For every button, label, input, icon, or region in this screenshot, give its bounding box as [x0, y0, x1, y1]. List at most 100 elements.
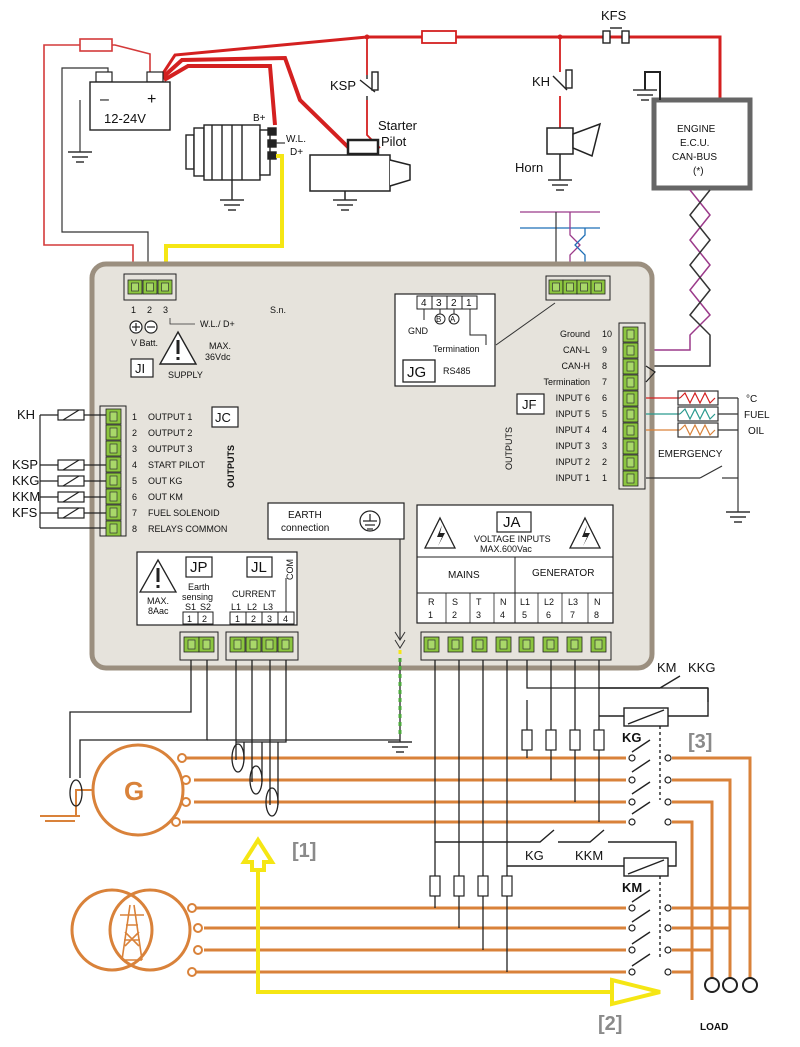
- input-label-2: INPUT 2: [556, 457, 590, 467]
- rs485-terminals: [545, 275, 611, 301]
- jp-num-1: 1: [187, 614, 192, 624]
- jl-label: JL: [251, 559, 267, 576]
- ksp-relay-contact: [359, 71, 379, 100]
- jl-num-3: 3: [267, 614, 272, 624]
- sensor-wiring: [646, 390, 739, 512]
- ja-number-2: 2: [452, 610, 457, 620]
- jg-pin-1: 1: [466, 298, 472, 309]
- max-supply-label-2: 36Vdc: [205, 352, 231, 362]
- input-label-7: Termination: [543, 377, 590, 387]
- pylon-icon: [120, 904, 144, 961]
- output-label-5: OUT KG: [148, 476, 182, 486]
- jl-num-4: 4: [283, 614, 288, 624]
- left-relay-kkm: KKM: [12, 489, 40, 504]
- jl-num-1: 1: [235, 614, 240, 624]
- plus-minus-icon: [129, 320, 158, 334]
- input-num-3: 3: [602, 441, 607, 451]
- ja-letter-8: N: [594, 597, 601, 607]
- ecu-ground-wire: [644, 71, 661, 100]
- generator-ground-icon: [40, 815, 80, 822]
- ecu-label-4: (*): [693, 166, 704, 177]
- max-jp-label-1: MAX.: [147, 596, 169, 606]
- output-num-5: 5: [132, 476, 137, 486]
- left-relay-kfs: KFS: [12, 505, 38, 520]
- earth-connection-box: [267, 502, 406, 649]
- left-relay-kkg: KKG: [12, 473, 39, 488]
- thick-red-alt-wire: [162, 64, 277, 126]
- generator-label: GENERATOR: [532, 568, 594, 579]
- starter-pilot-icon: [309, 138, 411, 200]
- kkm-label: KKM: [575, 848, 603, 863]
- ecu-label-2: E.C.U.: [680, 138, 709, 149]
- supply-terminals: [123, 273, 177, 301]
- jl-num-2: 2: [251, 614, 256, 624]
- earth-label-2: connection: [281, 523, 329, 534]
- km-contacts-dots: [628, 904, 672, 976]
- supply-pin-2: 2: [147, 305, 152, 315]
- battery-plus-label: +: [147, 91, 156, 108]
- ksp-label: KSP: [330, 78, 356, 93]
- output-num-6: 6: [132, 492, 137, 502]
- jp-jl-box: [136, 551, 298, 626]
- jg-termination-label: Termination: [433, 344, 480, 354]
- ref-2-label: [2]: [598, 1013, 622, 1035]
- ja-number-4: 4: [500, 610, 505, 620]
- jf-label: JF: [522, 397, 537, 412]
- jl-pin-l1: L1: [231, 602, 241, 612]
- ecu-label-3: CAN-BUS: [672, 152, 717, 163]
- current-label: CURRENT: [232, 589, 277, 599]
- horn-label: Horn: [515, 160, 543, 175]
- jc-label: JC: [215, 410, 231, 425]
- main-fuse-icon: [421, 30, 457, 44]
- fuel-sensor-label: FUEL: [744, 410, 770, 421]
- fuse-icon: [79, 38, 113, 52]
- jg-connector: [394, 293, 496, 387]
- rs485-label: RS485: [443, 366, 471, 376]
- supply-label: SUPPLY: [168, 370, 203, 380]
- can-bus-twisted-dark: [648, 189, 711, 367]
- jg-label: JG: [407, 364, 426, 381]
- ja-letter-3: T: [476, 597, 482, 607]
- ja-number-6: 6: [546, 610, 551, 620]
- ja-label: JA: [503, 514, 521, 531]
- output-label-6: OUT KM: [148, 492, 183, 502]
- load-terminals: [704, 977, 758, 993]
- output-num-2: 2: [132, 428, 137, 438]
- jl-pin-l3: L3: [263, 602, 273, 612]
- input-label-1: INPUT 1: [556, 473, 590, 483]
- supply-pin-3: 3: [163, 305, 168, 315]
- ja-number-3: 3: [476, 610, 481, 620]
- thin-red-wire: [43, 44, 151, 278]
- temp-sensor-label: °C: [746, 394, 757, 405]
- input-num-2: 2: [602, 457, 607, 467]
- input-num-6: 6: [602, 393, 607, 403]
- output-num-7: 7: [132, 508, 137, 518]
- com-label: COM: [285, 559, 295, 580]
- ref-1-label: [1]: [292, 840, 316, 862]
- battery-voltage-label: 12-24V: [104, 111, 146, 126]
- kg-contactor: [599, 675, 709, 815]
- yellow-dplus-wire: [164, 154, 284, 278]
- ja-letter-7: L3: [568, 597, 578, 607]
- km-coil-label: KM: [622, 880, 642, 895]
- alternator-dplus-label: D+: [290, 147, 303, 158]
- supply-pin-1: 1: [131, 305, 136, 315]
- jg-pin-4: 4: [421, 298, 427, 309]
- left-relay-kh: KH: [17, 407, 35, 422]
- supply-wl-label: W.L./ D+: [200, 319, 235, 329]
- ecu-ground-icon: [633, 89, 657, 101]
- max-jp-label-2: 8Aac: [148, 606, 169, 616]
- ja-voltage-inputs: [416, 504, 614, 624]
- kg-contacts-dots: [628, 754, 672, 826]
- b-label: B: [436, 315, 441, 324]
- kkg-label: KKG: [688, 660, 715, 675]
- sensor-ground-icon: [726, 511, 750, 523]
- output-label-1: OUTPUT 1: [148, 412, 192, 422]
- ja-number-7: 7: [570, 610, 575, 620]
- jp-pin-s2: S2: [200, 602, 211, 612]
- ct-coil-icons: [231, 743, 279, 817]
- earth-label-1: EARTH: [288, 510, 322, 521]
- km-contactor: [435, 829, 677, 967]
- battery: – + 12-24V: [89, 71, 171, 131]
